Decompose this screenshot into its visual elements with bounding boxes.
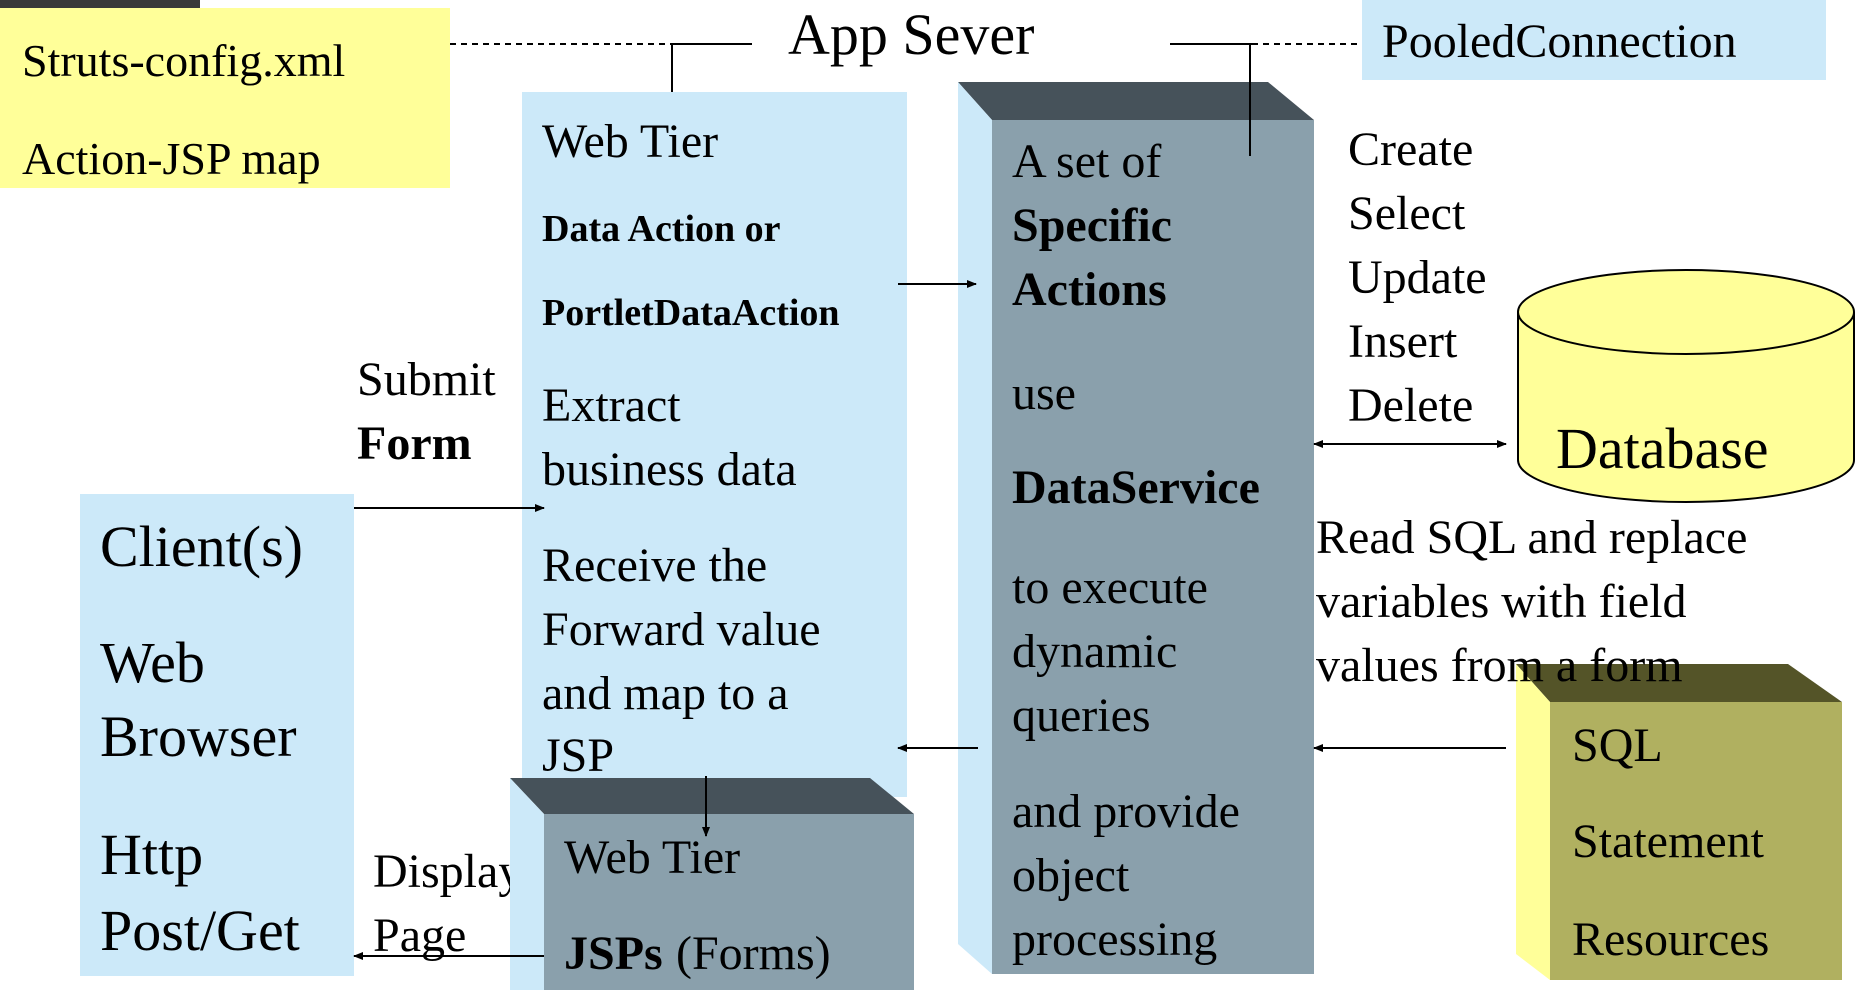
pooled-connection-note: PooledConnection: [1362, 0, 1826, 80]
actions-line8: queries: [1012, 689, 1151, 742]
actions-line9: and provide: [1012, 785, 1240, 838]
sql-box-front: [1550, 702, 1842, 980]
client-line5: Post/Get: [100, 898, 300, 963]
sql-box-side: [1516, 664, 1550, 980]
actions-box-3d: [958, 82, 1314, 974]
page-label: Page: [373, 909, 467, 962]
sql-line3: Resources: [1572, 913, 1770, 966]
jsp-line1: Web Tier: [564, 831, 741, 884]
sql-box-text: SQL Statement Resources: [1572, 718, 1832, 968]
receive-line4: JSP: [542, 729, 615, 782]
operation-insert: Insert: [1348, 315, 1458, 368]
client-line4: Http: [100, 822, 204, 887]
extract-line2: business data: [542, 443, 797, 496]
operation-delete: Delete: [1348, 379, 1474, 432]
struts-config-note: Struts-config.xml Action-JSP map: [0, 8, 450, 188]
operations-list: Create Select Update Insert Delete: [1348, 126, 1548, 446]
web-tier-box: Web Tier Data Action or PortletDataActio…: [522, 92, 907, 797]
read-sql-line2: variables with field: [1316, 575, 1687, 628]
receive-line2: Forward value: [542, 603, 821, 656]
web-tier-title: Web Tier: [542, 115, 719, 168]
actions-box-side: [958, 82, 992, 974]
database-label: Database: [1556, 416, 1769, 481]
database-cylinder: [1517, 269, 1855, 503]
actions-line2: Specific: [1012, 199, 1172, 252]
receive-line1: Receive the: [542, 539, 768, 592]
sql-line2: Statement: [1572, 815, 1764, 868]
submit-label: Submit: [357, 353, 496, 406]
sql-line1: SQL: [1572, 719, 1663, 772]
actions-box-front: [992, 120, 1314, 974]
jsp-box-top: [510, 778, 914, 814]
jsp-box-front: [544, 814, 914, 990]
sql-box-top: [1516, 664, 1842, 702]
portlet-data-action-label: PortletDataAction: [542, 292, 840, 334]
actions-box-text: A set of Specific Actions use DataServic…: [1012, 120, 1312, 970]
display-label: Display: [373, 845, 523, 898]
actions-line10: object: [1012, 849, 1130, 902]
operation-create: Create: [1348, 123, 1474, 176]
actions-line1: A set of: [1012, 135, 1162, 188]
actions-line7: dynamic: [1012, 625, 1178, 678]
jsp-box-3d: [510, 778, 914, 990]
jsp-box-side: [510, 778, 544, 990]
operation-update: Update: [1348, 251, 1487, 304]
actions-box-top: [958, 82, 1314, 120]
jsp-box-text: Web Tier JSPs (Forms): [564, 830, 904, 980]
read-sql-line1: Read SQL and replace: [1316, 511, 1748, 564]
extract-line1: Extract: [542, 379, 681, 432]
action-jsp-map-label: Action-JSP map: [22, 133, 321, 184]
actions-line5: DataService: [1012, 461, 1260, 514]
database-top: [1517, 269, 1855, 355]
data-action-label: Data Action or: [542, 208, 781, 250]
operation-select: Select: [1348, 187, 1466, 240]
actions-line3: Actions: [1012, 263, 1167, 316]
struts-config-label: Struts-config.xml: [22, 35, 346, 86]
app-server-label: App Sever: [788, 2, 1035, 67]
read-sql-line3: values from a form: [1316, 639, 1683, 692]
actions-line4: use: [1012, 367, 1076, 420]
jsp-line2-rest: (Forms): [676, 927, 831, 980]
pooled-connection-label: PooledConnection: [1382, 15, 1737, 68]
sql-box-3d: [1516, 664, 1842, 980]
receive-line3: and map to a: [542, 667, 789, 720]
form-label: Form: [357, 417, 472, 470]
client-box: Client(s) Web Browser Http Post/Get: [80, 494, 354, 976]
read-sql-note: Read SQL and replace variables with fiel…: [1316, 514, 1836, 694]
client-line1: Client(s): [100, 514, 303, 579]
client-line2: Web: [100, 630, 205, 695]
actions-line6: to execute: [1012, 561, 1208, 614]
client-line3: Browser: [100, 704, 297, 769]
jsp-line2-bold: JSPs: [564, 927, 663, 980]
actions-line11: processing: [1012, 913, 1218, 966]
database-body: [1517, 312, 1855, 503]
image-fragment: [0, 0, 200, 8]
